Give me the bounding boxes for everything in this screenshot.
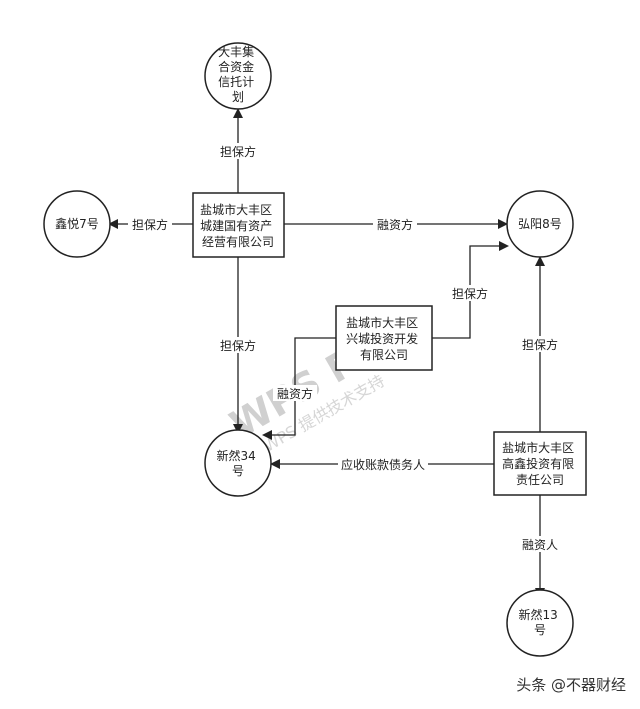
edge-label-e8: 应收账款债务人 — [338, 456, 428, 472]
edge-label-e5: 担保方 — [216, 337, 260, 353]
svg-text:弘阳8号: 弘阳8号 — [518, 217, 562, 231]
node-xingcheng-company: 盐城市大丰区 兴城投资开发 有限公司 — [335, 305, 433, 371]
edge-label-e1: 担保方 — [216, 143, 260, 159]
svg-text:应收账款债务人: 应收账款债务人 — [341, 457, 425, 472]
svg-text:大丰集 合资金 信托计: 大丰集 合资金 信托计 划 — [218, 44, 258, 104]
svg-text:鑫悦7号: 鑫悦7号 — [55, 216, 99, 231]
svg-text:融资方: 融资方 — [377, 217, 413, 232]
edge-label-e9: 融资人 — [518, 536, 562, 552]
svg-text:盐城市大丰区 城建国有资产 经营有限: 盐城市大丰区 城建国有资产 经营有限公司 — [200, 202, 276, 249]
node-chengjian-company: 盐城市大丰区 城建国有资产 经营有限公司 — [192, 192, 285, 258]
svg-text:新然34 号: 新然34 号 — [216, 448, 259, 478]
svg-text:担保方: 担保方 — [522, 337, 558, 352]
svg-text:盐城市大丰区 高鑫投资有限 责任公司: 盐城市大丰区 高鑫投资有限 责任公司 — [502, 440, 578, 487]
footer-credit: 头条 @不器财经 — [516, 676, 626, 694]
svg-text:担保方: 担保方 — [132, 217, 168, 232]
node-top-trust: 大丰集 合资金 信托计 划 — [204, 42, 272, 110]
node-gaoxin-company: 盐城市大丰区 高鑫投资有限 责任公司 — [493, 431, 587, 496]
svg-text:新然13 号: 新然13 号 — [518, 607, 561, 637]
svg-text:担保方: 担保方 — [220, 144, 256, 159]
edge-label-e2: 担保方 — [128, 216, 172, 232]
svg-text:融资人: 融资人 — [522, 538, 558, 552]
node-xinran13: 新然13 号 — [506, 589, 574, 657]
node-xinran34: 新然34 号 — [204, 429, 272, 497]
edge-label-e7: 担保方 — [518, 336, 562, 352]
node-hongyang: 弘阳8号 — [506, 190, 574, 258]
svg-text:担保方: 担保方 — [452, 286, 488, 301]
edge-label-e6: 融资方 — [273, 385, 317, 401]
svg-text:担保方: 担保方 — [220, 338, 256, 353]
svg-text:融资方: 融资方 — [277, 386, 313, 401]
node-xinyue: 鑫悦7号 — [43, 190, 111, 258]
edge-label-e4: 担保方 — [448, 285, 492, 301]
edge-label-e3: 融资方 — [373, 216, 417, 232]
svg-text:盐城市大丰区 兴城投资开发 有限公司: 盐城市大丰区 兴城投资开发 有限公司 — [346, 315, 422, 362]
